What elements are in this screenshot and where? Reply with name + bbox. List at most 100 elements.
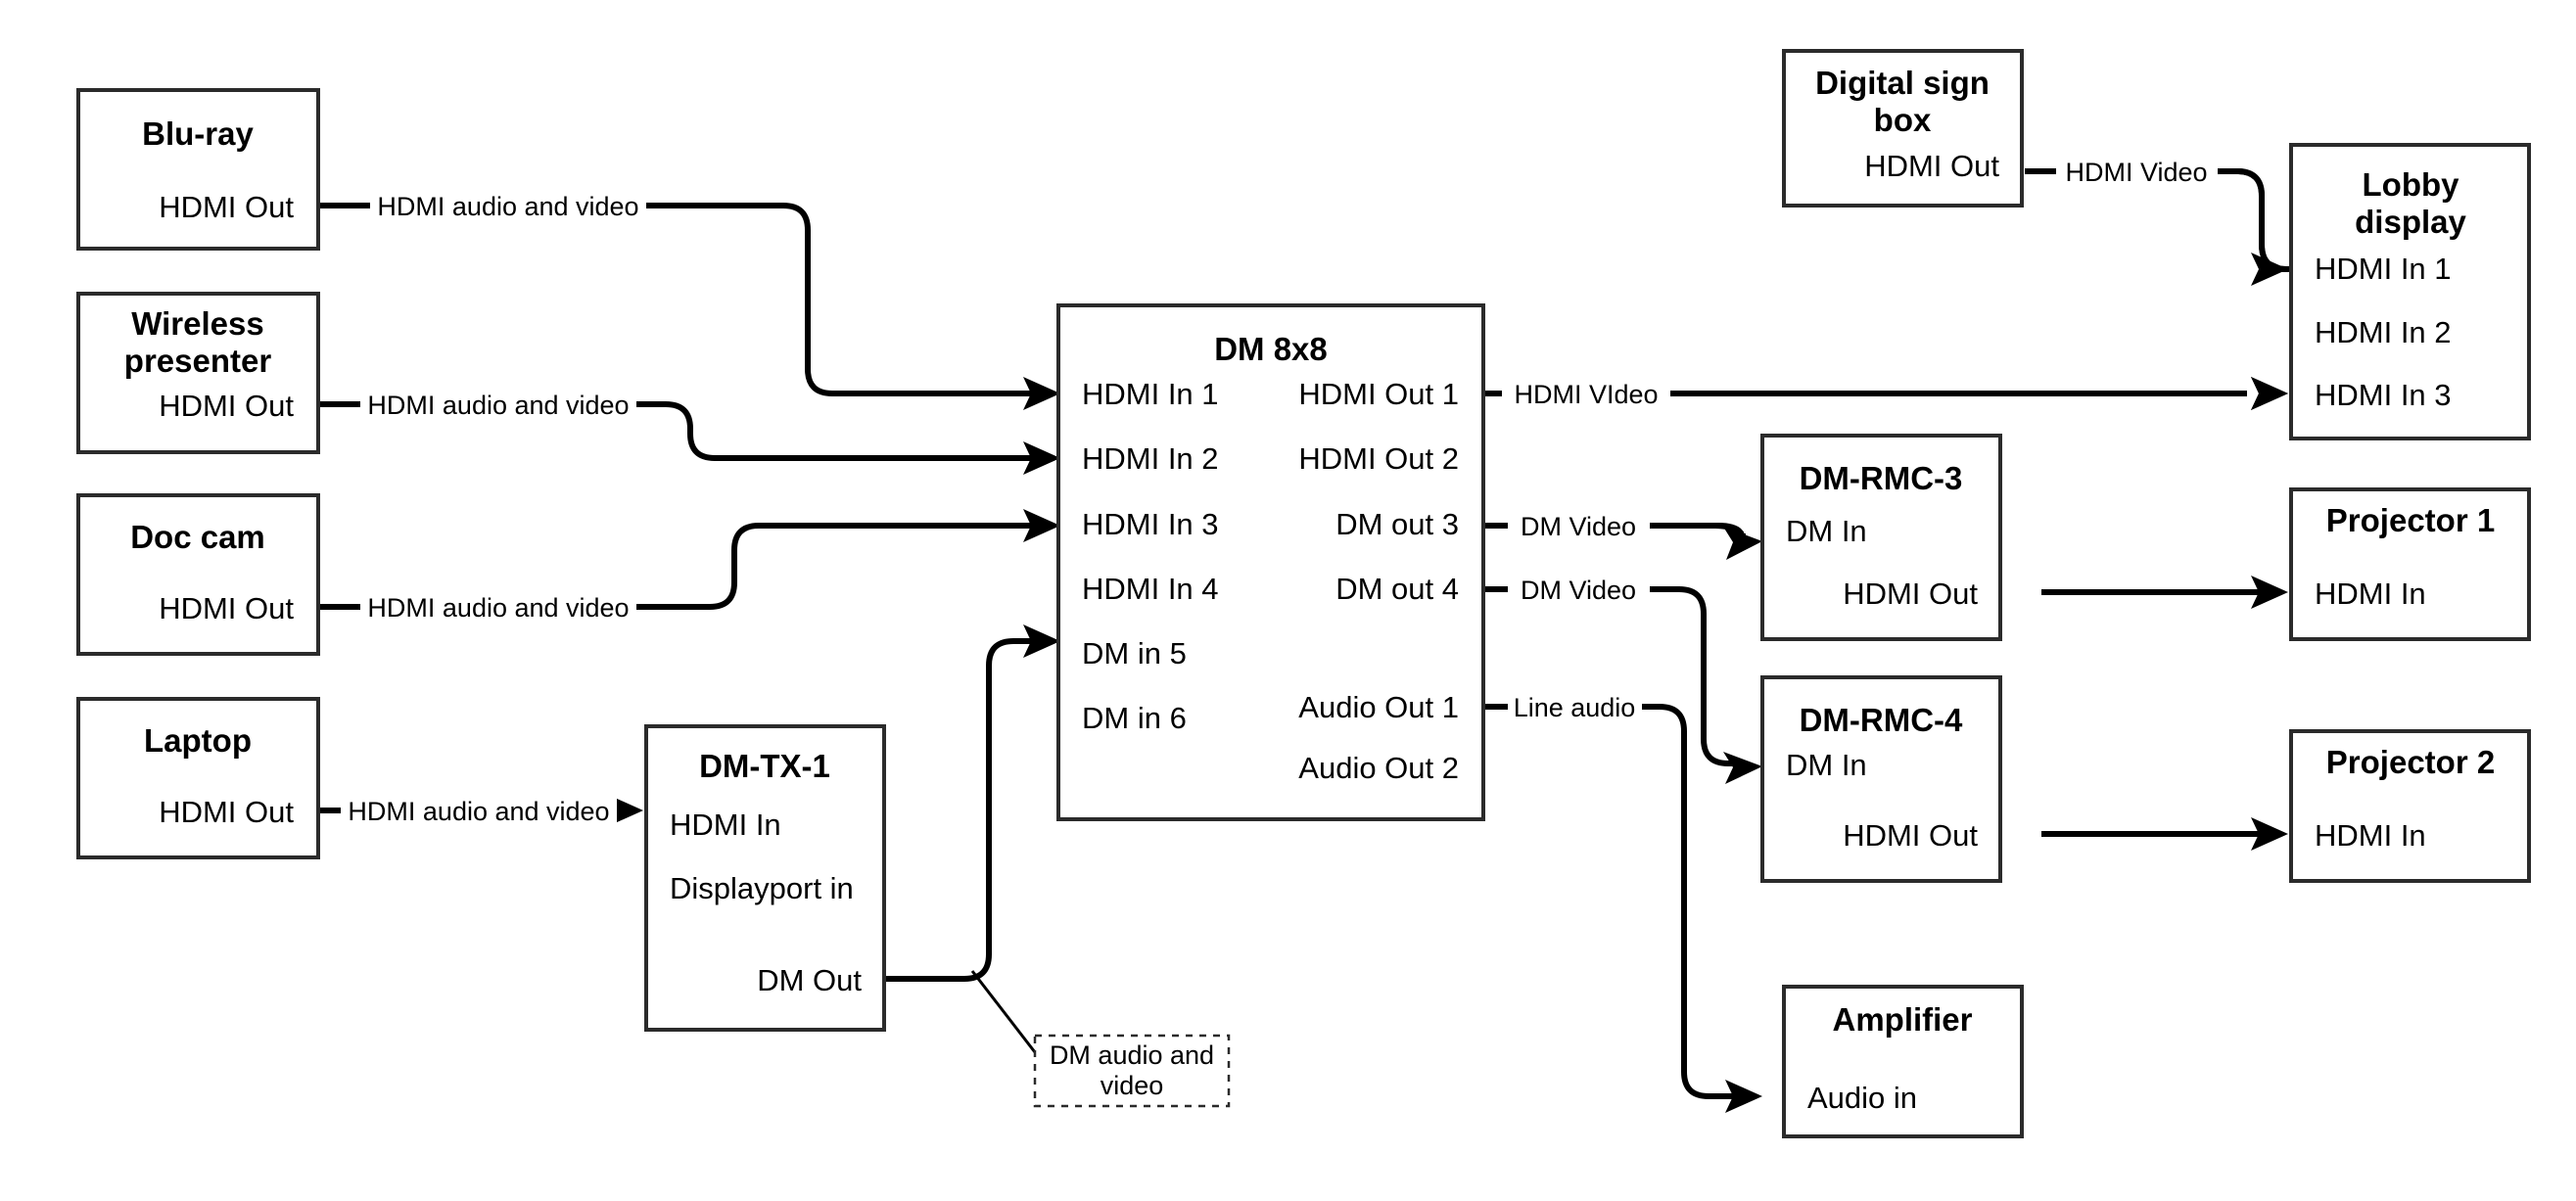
node-dm-rmc-4-port-hdmi-out: HDMI Out <box>1843 818 1978 853</box>
node-laptop-box[interactable] <box>76 697 320 859</box>
callout-leader-line <box>970 970 1037 1053</box>
edge-label-text: DM Video <box>1521 576 1636 605</box>
edge-label-laptop-to-tx: HDMI audio and video <box>341 791 617 830</box>
node-dm-8x8-output-audio-out-1: Audio Out 1 <box>1298 690 1459 724</box>
edge-label-bg <box>360 385 636 424</box>
edge-label-text: HDMI audio and video <box>377 192 638 221</box>
wire-rmc3-to-projector1 <box>2041 576 2288 609</box>
node-wireless-presenter-title-line1: Wireless <box>131 305 263 342</box>
node-dm-rmc-3-port-hdmi-out: HDMI Out <box>1843 577 1978 611</box>
wire-dmtx1-to-dm8x8 <box>884 624 1060 982</box>
node-dm-rmc-3-port-dm-in: DM In <box>1786 514 1867 548</box>
node-lobby-display[interactable]: Lobby display HDMI In 1 HDMI In 2 HDMI I… <box>2289 143 2531 440</box>
callout-dm-audio-and-video: DM audio and video <box>1033 1034 1231 1108</box>
edge-label-text: HDMI audio and video <box>367 391 629 420</box>
node-blu-ray-port-hdmi-out: HDMI Out <box>159 190 294 224</box>
edge-label-bg <box>341 791 617 830</box>
node-lobby-display-port-hdmi-in-2: HDMI In 2 <box>2315 315 2452 349</box>
node-dm-rmc-4[interactable]: DM-RMC-4 DM In HDMI Out <box>1760 675 2002 883</box>
edge-label-dmout4-to-rmc4: DM Video <box>1508 570 1650 609</box>
arrow-head-icon <box>2251 253 2288 286</box>
edge-label-text: DM Video <box>1521 512 1636 541</box>
node-dm-rmc-3-title: DM-RMC-3 <box>1800 460 1963 496</box>
node-projector-2-title: Projector 2 <box>2326 744 2495 780</box>
node-dm-rmc-4-box[interactable] <box>1760 675 2002 883</box>
arrow-head-icon <box>1023 509 1060 542</box>
node-digital-sign-box[interactable]: Digital sign box HDMI Out <box>1782 49 2024 208</box>
node-blu-ray-box[interactable] <box>76 88 320 251</box>
node-lobby-display-port-hdmi-in-3: HDMI In 3 <box>2315 378 2452 412</box>
edge-label-doccam-to-dm: HDMI audio and video <box>360 587 636 626</box>
callout-dm-audio-and-video-line1: DM audio and <box>1050 1040 1214 1070</box>
node-doc-cam[interactable]: Doc cam HDMI Out <box>76 493 320 656</box>
node-dm-tx-1-port-dm-out: DM Out <box>757 963 862 997</box>
node-digital-sign-box-box[interactable] <box>1782 49 2024 208</box>
node-dm-8x8-input-dm-in-6: DM in 6 <box>1082 701 1187 735</box>
node-blu-ray[interactable]: Blu-ray HDMI Out <box>76 88 320 251</box>
node-doc-cam-box[interactable] <box>76 493 320 656</box>
node-digital-sign-box-port-hdmi-out: HDMI Out <box>1864 149 1999 183</box>
node-lobby-display-box[interactable] <box>2289 143 2531 440</box>
node-dm-tx-1[interactable]: DM-TX-1 HDMI In Displayport in DM Out <box>644 724 886 1032</box>
edge-label-bg <box>1508 506 1650 545</box>
node-doc-cam-port-hdmi-out: HDMI Out <box>159 591 294 625</box>
edge-label-text: HDMI Video <box>2065 158 2207 187</box>
arrow-head-icon <box>1023 624 1060 658</box>
node-dm-8x8-output-hdmi-out-1: HDMI Out 1 <box>1298 377 1459 411</box>
node-laptop-port-hdmi-out: HDMI Out <box>159 795 294 829</box>
node-amplifier-title: Amplifier <box>1832 1001 1972 1038</box>
wire-bluray-to-dm8x8 <box>318 203 1060 410</box>
node-projector-1[interactable]: Projector 1 HDMI In <box>2289 487 2531 641</box>
callout-dm-audio-and-video-line2: video <box>1101 1071 1164 1100</box>
edge-label-bg <box>1508 687 1642 726</box>
node-projector-1-port-hdmi-in: HDMI In <box>2315 577 2426 611</box>
node-laptop[interactable]: Laptop HDMI Out <box>76 697 320 859</box>
wire-dmout4-to-rmc4 <box>1483 586 1762 784</box>
node-wireless-presenter[interactable]: Wireless presenter HDMI Out <box>76 292 320 454</box>
node-amplifier[interactable]: Amplifier Audio in <box>1782 985 2024 1138</box>
node-projector-2-box[interactable] <box>2289 729 2531 883</box>
arrow-head-icon <box>2251 817 2288 851</box>
node-lobby-display-title-line1: Lobby <box>2363 166 2460 203</box>
callout-dm-audio-and-video-box <box>1033 1034 1231 1108</box>
node-laptop-title: Laptop <box>144 722 252 759</box>
node-dm-8x8-input-dm-in-5: DM in 5 <box>1082 636 1187 670</box>
arrow-head-icon <box>1723 527 1762 560</box>
wire-wireless-to-dm8x8 <box>318 401 1060 475</box>
node-dm-8x8-box[interactable] <box>1056 303 1485 821</box>
node-wireless-presenter-title-line2: presenter <box>124 343 272 379</box>
node-projector-2[interactable]: Projector 2 HDMI In <box>2289 729 2531 883</box>
wire-audioout1-to-amplifier <box>1483 704 1762 1113</box>
edge-label-wireless-to-dm: HDMI audio and video <box>360 385 636 424</box>
node-dm-rmc-3[interactable]: DM-RMC-3 DM In HDMI Out <box>1760 434 2002 641</box>
wire-lobby-hdmiin3-arrow <box>2251 377 2288 410</box>
arrow-head-icon <box>1023 441 1060 475</box>
edge-label-bg <box>1502 374 1670 413</box>
arrow-head-icon <box>1725 1080 1762 1113</box>
node-dm-tx-1-port-hdmi-in: HDMI In <box>670 808 781 842</box>
node-wireless-presenter-box[interactable] <box>76 292 320 454</box>
node-dm-8x8-output-dm-out-4: DM out 4 <box>1335 572 1459 606</box>
node-projector-1-box[interactable] <box>2289 487 2531 641</box>
node-dm-tx-1-title: DM-TX-1 <box>699 748 830 784</box>
node-amplifier-port-audio-in: Audio in <box>1807 1081 1917 1115</box>
node-dm-rmc-4-port-dm-in: DM In <box>1786 748 1867 782</box>
edge-label-bg <box>2056 152 2218 191</box>
arrow-head-icon <box>1023 377 1060 410</box>
node-digital-sign-box-title-line2: box <box>1874 102 1932 138</box>
node-dm-8x8-input-hdmi-in-2: HDMI In 2 <box>1082 441 1219 476</box>
edge-label-text: HDMI VIdeo <box>1514 380 1658 409</box>
node-dm-8x8-title: DM 8x8 <box>1214 331 1328 367</box>
edge-label-bg <box>370 186 646 225</box>
node-dm-tx-1-box[interactable] <box>644 724 886 1032</box>
node-lobby-display-port-hdmi-in-1: HDMI In 1 <box>2315 252 2452 286</box>
node-dm-rmc-3-box[interactable] <box>1760 434 2002 641</box>
node-amplifier-box[interactable] <box>1782 985 2024 1138</box>
edge-label-signbox-to-lobby: HDMI Video <box>2056 152 2218 191</box>
edge-label-bluray-to-dm: HDMI audio and video <box>370 186 646 225</box>
node-dm-8x8[interactable]: DM 8x8 HDMI In 1 HDMI In 2 HDMI In 3 HDM… <box>1056 303 1485 821</box>
edge-label-text: Line audio <box>1514 693 1636 722</box>
wire-rmc4-to-projector2 <box>2041 817 2288 851</box>
